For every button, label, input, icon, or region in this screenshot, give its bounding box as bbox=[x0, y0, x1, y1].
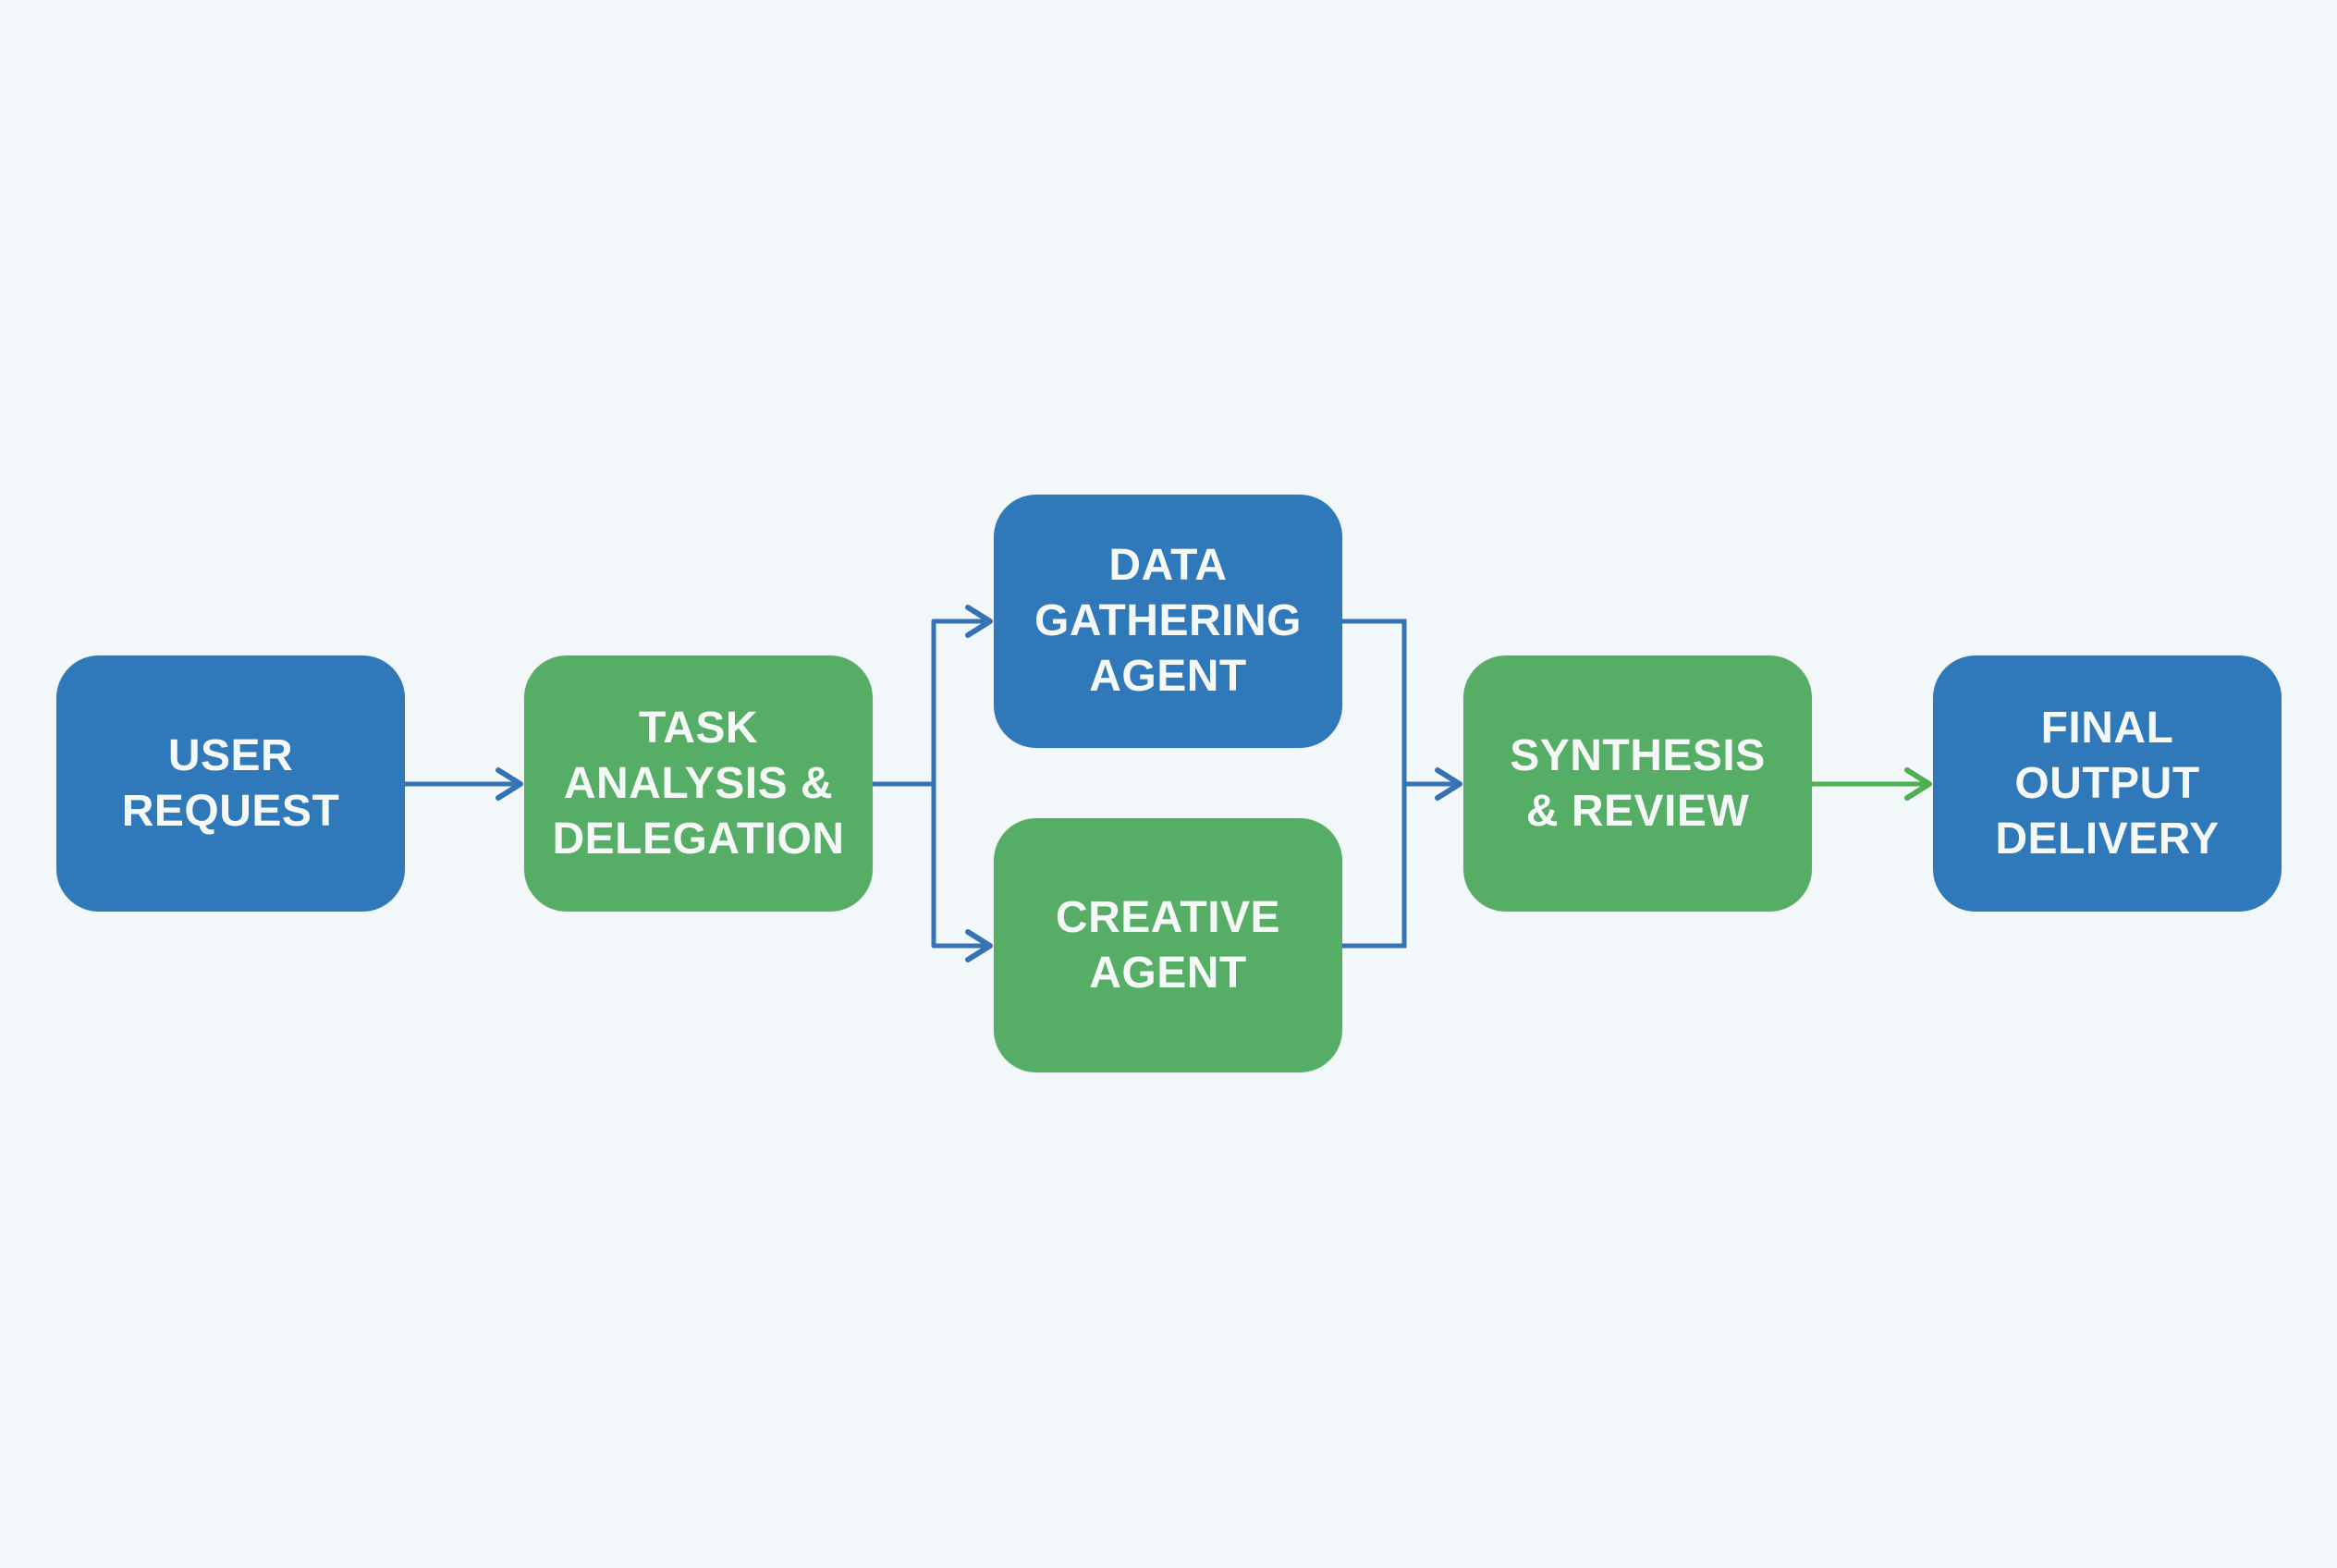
node-synthesis-review[interactable]: SYNTHESIS & REVIEW bbox=[1463, 655, 1812, 912]
node-label: CREATIVE AGENT bbox=[1055, 892, 1281, 998]
edge-task-to-creative bbox=[931, 929, 993, 962]
node-label: FINAL OUTPUT DELIVERY bbox=[1995, 703, 2220, 864]
node-final-output-delivery[interactable]: FINAL OUTPUT DELIVERY bbox=[1933, 655, 2282, 912]
arrowhead-icon bbox=[496, 767, 523, 801]
arrowhead-icon bbox=[1435, 767, 1462, 801]
edge-task-to-branch bbox=[871, 619, 936, 949]
node-label: TASK ANALYSIS & DELEGATION bbox=[552, 703, 845, 864]
arrowhead-icon bbox=[965, 605, 993, 638]
edge-merge-to-synthesis bbox=[1401, 767, 1462, 801]
arrowhead-icon bbox=[965, 929, 993, 962]
node-task-analysis-delegation[interactable]: TASK ANALYSIS & DELEGATION bbox=[524, 655, 873, 912]
arrowhead-icon bbox=[1904, 767, 1932, 801]
node-data-gathering-agent[interactable]: DATA GATHERING AGENT bbox=[994, 495, 1342, 748]
edge-creative-to-synthesis bbox=[1340, 781, 1407, 949]
node-label: DATA GATHERING AGENT bbox=[1034, 541, 1302, 701]
edge-synthesis-to-final bbox=[1809, 767, 1932, 801]
node-creative-agent[interactable]: CREATIVE AGENT bbox=[994, 818, 1342, 1072]
edge-data-to-synthesis bbox=[1340, 619, 1407, 787]
node-user-request[interactable]: USER REQUEST bbox=[56, 655, 405, 912]
node-label: USER REQUEST bbox=[121, 730, 340, 836]
node-label: SYNTHESIS & REVIEW bbox=[1510, 730, 1766, 836]
edge-task-to-data bbox=[931, 605, 993, 638]
edge-user-to-task bbox=[401, 767, 523, 801]
